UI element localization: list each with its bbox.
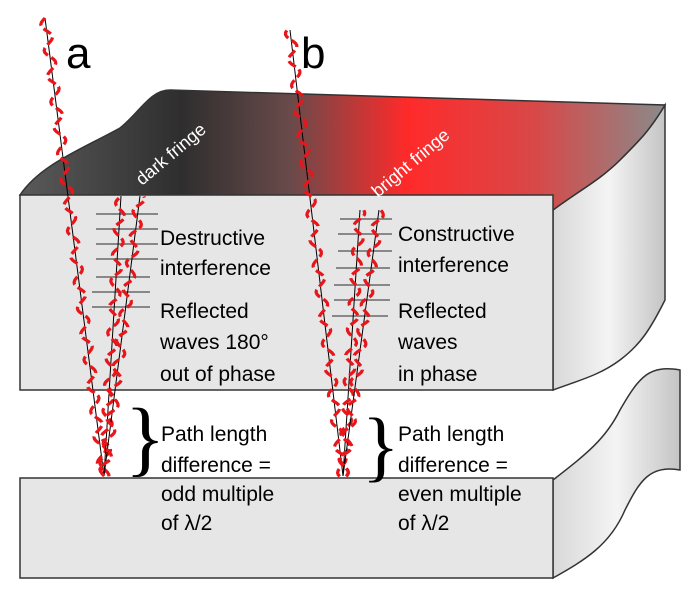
- phase-marks-b: [332, 218, 392, 317]
- panel-b-reflection: Reflected waves in phase: [397, 300, 487, 386]
- light-waves: [39, 16, 385, 478]
- lower-slab-front: [19, 477, 554, 579]
- svg-text:interference: interference: [398, 254, 509, 277]
- path-brace-b: }: [362, 402, 399, 489]
- lower-slab-side: [552, 368, 681, 580]
- wave-b-incident: [283, 29, 348, 478]
- svg-text:waves: waves: [397, 331, 458, 354]
- panel-a-path: Path length difference = odd multiple of…: [161, 423, 274, 535]
- svg-text:Destructive: Destructive: [160, 227, 265, 250]
- phase-marks-a: [92, 213, 158, 308]
- svg-text:difference =: difference =: [398, 454, 508, 477]
- svg-text:difference =: difference =: [161, 454, 271, 477]
- panel-a-interference: Destructive interference: [160, 227, 271, 280]
- svg-text:in phase: in phase: [398, 363, 477, 386]
- svg-text:Reflected: Reflected: [398, 300, 487, 323]
- wave-b-reflect-2-axis: [342, 209, 380, 477]
- svg-text:of λ/2: of λ/2: [398, 512, 449, 535]
- svg-text:interference: interference: [160, 257, 271, 280]
- svg-text:Reflected: Reflected: [160, 300, 249, 323]
- wave-a-reflect-2: [98, 196, 147, 478]
- wave-a-incident: [39, 16, 111, 476]
- svg-text:waves 180°: waves 180°: [159, 331, 269, 354]
- panel-a-letter: a: [66, 29, 91, 78]
- panel-b-letter: b: [301, 29, 325, 78]
- svg-text:Path length: Path length: [398, 423, 504, 446]
- svg-text:odd multiple: odd multiple: [161, 483, 274, 506]
- wave-a-reflect-1: [98, 194, 127, 477]
- svg-text:Path length: Path length: [161, 423, 267, 446]
- panel-b-path: Path length difference = even multiple o…: [398, 423, 522, 535]
- wave-b-reflect-1: [337, 209, 367, 478]
- panel-b-interference: Constructive interference: [398, 223, 515, 277]
- svg-text:even multiple: even multiple: [398, 483, 522, 506]
- wave-a-incident-axis: [44, 17, 105, 477]
- svg-text:out of phase: out of phase: [160, 363, 276, 386]
- svg-text:of λ/2: of λ/2: [161, 512, 212, 535]
- wave-b-reflect-2: [338, 209, 385, 478]
- panel-a-reflection: Reflected waves 180° out of phase: [159, 300, 276, 386]
- upper-slab-top: [18, 89, 667, 211]
- path-brace-a: }: [125, 392, 165, 485]
- svg-text:Constructive: Constructive: [398, 223, 515, 246]
